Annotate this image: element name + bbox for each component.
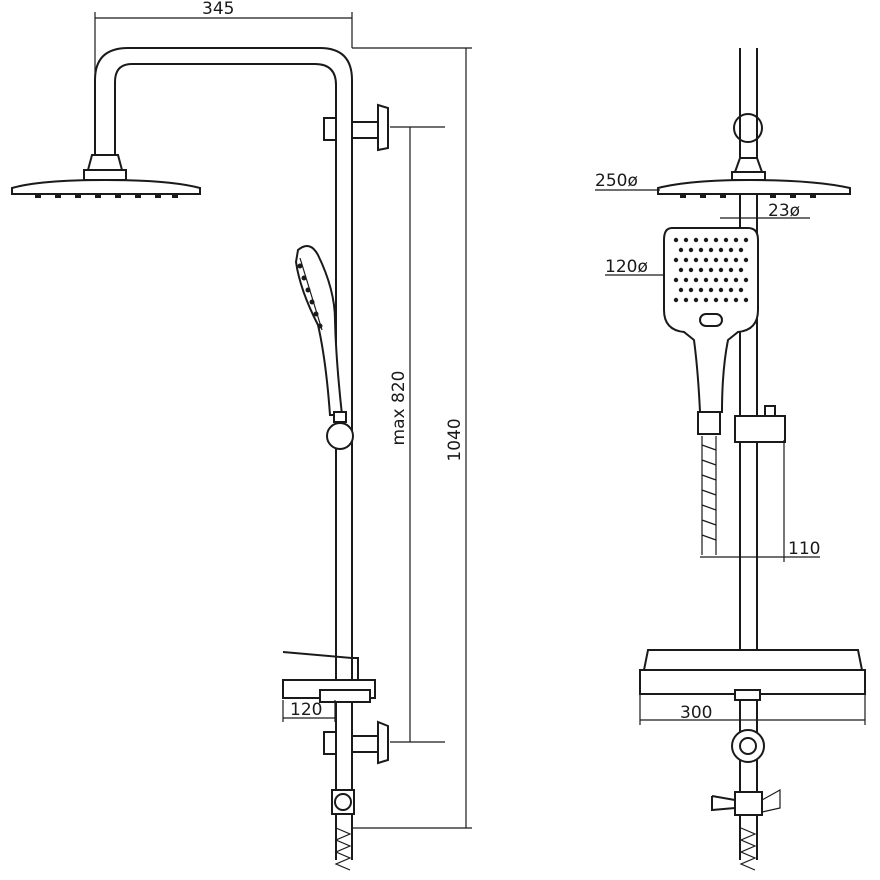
nozzle-dot [673,237,679,243]
nozzle-dot [743,257,749,263]
nozzle-dot [718,267,724,273]
nozzle-dot [708,267,714,273]
nozzle-dot [733,297,739,303]
nozzle-dot [733,277,739,283]
side-lower-bracket [323,720,389,765]
nozzle-dot [693,297,699,303]
front-head-connector [731,157,766,181]
height-1040-label: 1040 [445,418,465,461]
side-head-connector [86,154,124,171]
front-view: 250ø 23ø 120ø 110 300 [595,48,866,871]
nozzle-dot [683,277,689,283]
nozzle-dot [713,257,719,263]
side-head-connector-base [83,169,127,181]
offset-110-label: 110 [788,539,820,559]
nozzle-dot [723,237,729,243]
nozzle-dot [743,277,749,283]
nozzle-dot [673,257,679,263]
side-dimensions: 345 1040 max 820 120 [94,0,472,829]
nozzle-dot [708,247,714,253]
nozzle-dot [678,287,684,293]
side-overhead-arm [94,47,353,155]
nozzle-dot [693,277,699,283]
front-rain-head [657,178,851,195]
side-mixer-body [319,689,371,703]
nozzle-dot [673,297,679,303]
max-820-label: max 820 [389,371,409,446]
front-tee-valve [734,791,763,816]
shelf-120-label: 120 [290,700,322,720]
nozzle-dot [703,297,709,303]
side-upper-bracket [323,103,389,152]
nozzle-dot [703,257,709,263]
nozzle-dot [713,277,719,283]
front-slider [734,405,786,443]
nozzle-dot [733,237,739,243]
front-dimensions: 250ø 23ø 120ø 110 300 [595,171,866,725]
nozzle-dot [713,297,719,303]
nozzle-dot [673,277,679,283]
nozzle-dot [723,257,729,263]
front-upper-bracket [733,113,763,143]
nozzle-dot [698,267,704,273]
nozzle-dot [688,247,694,253]
nozzle-dot [688,287,694,293]
front-shelf-rail [642,649,864,671]
front-lower-bracket [731,729,765,763]
width-345-label: 345 [202,0,234,19]
nozzle-dot [688,267,694,273]
nozzle-dot [728,267,734,273]
nozzle-dot [698,247,704,253]
front-inlet-hose [739,827,757,871]
pipe-23-label: 23ø [768,201,800,221]
side-riser-pipe [335,100,353,860]
nozzle-dot [713,237,719,243]
nozzle-dot [683,297,689,303]
nozzle-dot [678,267,684,273]
shelf-300-label: 300 [680,703,712,723]
front-rain-head-nozzles [680,194,816,198]
nozzle-dot [743,237,749,243]
handshower-120-label: 120ø [605,257,648,277]
side-slider-clip [333,411,347,423]
side-rain-head [11,178,201,195]
side-inlet-hose [334,827,352,871]
nozzle-dot [728,287,734,293]
side-rain-head-nozzles [35,194,178,198]
side-hand-shower [294,245,344,416]
side-mixer-lever [282,651,359,680]
nozzle-dot [718,287,724,293]
front-hose [701,436,717,555]
nozzle-dot [733,257,739,263]
nozzle-dot [678,247,684,253]
side-view: 345 1040 max 820 120 [11,0,472,871]
front-hand-shower [663,227,759,413]
nozzle-dot [723,277,729,283]
nozzle-dot [683,237,689,243]
nozzle-dot [683,257,689,263]
nozzle-dot [703,237,709,243]
nozzle-dot [738,267,744,273]
nozzle-dot [738,287,744,293]
front-mixer-base [734,689,761,701]
nozzle-dot [718,247,724,253]
nozzle-dot [728,247,734,253]
nozzle-dot [693,257,699,263]
nozzle-dot [698,287,704,293]
nozzle-dot [703,277,709,283]
nozzle-dot [743,297,749,303]
nozzle-dot [708,287,714,293]
side-slider-knob [326,422,354,450]
nozzle-dot [738,247,744,253]
front-hose-connector [697,411,721,435]
nozzle-dot [693,237,699,243]
nozzle-dot [723,297,729,303]
head-250-label: 250ø [595,171,638,191]
